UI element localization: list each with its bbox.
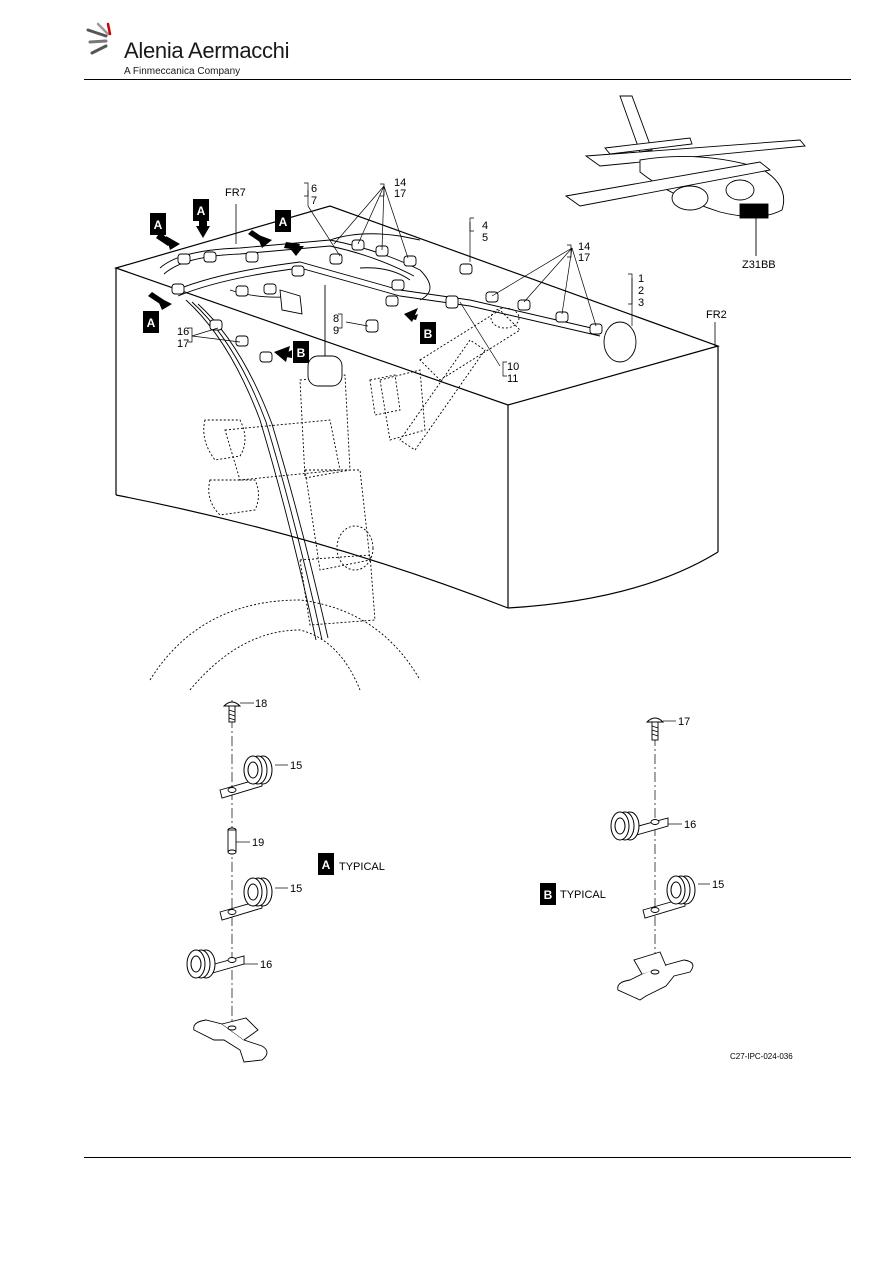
footer-rule [84,1157,851,1158]
alenia-logo-icon [86,22,112,55]
view-letter-b-2: B [297,346,306,360]
clamp-15-b [642,875,696,919]
zone-label: Z31BB [742,259,776,271]
part-15-b: 15 [712,879,724,891]
screw-17 [645,717,665,741]
callout-17-a: 17 [394,188,406,200]
aircraft-locator [564,95,806,256]
callout-14-a: 14 [394,177,406,189]
callout-14-b: 14 [578,241,590,253]
detail-a-title: TYPICAL [339,861,385,873]
detail-b-title: TYPICAL [560,889,606,901]
spacer-19 [227,827,237,855]
leader-lines [188,182,633,377]
callout-6: 6 [311,183,317,195]
part-19: 19 [252,837,264,849]
view-letter-a-2: A [197,204,206,218]
clamp-16-b [610,811,669,841]
company-name: Alenia Aermacchi [124,38,290,63]
view-arrows [148,220,418,362]
bundle-clamps [171,239,637,363]
callout-11: 11 [507,373,518,385]
part-16-a: 16 [260,959,272,971]
detail-a-letter: A [322,858,331,872]
view-letter-a-4: A [147,316,156,330]
bracket-b [617,951,694,1001]
callout-9: 9 [333,325,339,337]
callout-5: 5 [482,232,488,244]
frame-label-fr2: FR2 [706,309,727,321]
callout-3: 3 [638,297,644,309]
detail-b: 17 16 15 B TYPICAL [540,716,724,1001]
callout-17-b: 17 [578,252,590,264]
view-letter-a-3: A [279,215,288,229]
clamp-15-upper [219,755,273,799]
part-18: 18 [255,698,267,710]
callout-2: 2 [638,285,644,297]
callout-17-c: 17 [177,338,189,350]
screw-18 [222,701,242,723]
detail-b-letter: B [544,888,553,902]
callout-8: 8 [333,313,339,325]
callouts: FR7 FR2 Z31BB 6 7 14 17 4 5 14 17 1 2 3 … [177,177,776,385]
figure-reference: C27-IPC-024-036 [730,1052,793,1061]
callout-10: 10 [507,361,519,373]
callout-4: 4 [482,220,488,232]
detail-a: 18 15 19 15 16 A TYPICAL [186,698,385,1063]
view-letter-b-1: B [424,327,433,341]
part-16-b: 16 [684,819,696,831]
clamp-15-lower [219,877,273,921]
callout-16: 16 [177,326,189,338]
view-letter-boxes: A A A A B B [143,199,436,363]
view-letter-a-1: A [154,218,163,232]
bracket-a [193,1017,268,1063]
part-15-a-lower: 15 [290,883,302,895]
frame-label-fr7: FR7 [225,187,246,199]
header-rule [84,79,851,80]
hose-bundle [159,233,601,641]
company-subtitle: A Finmeccanica Company [124,66,241,77]
part-17-b: 17 [678,716,690,728]
part-15-a-upper: 15 [290,760,302,772]
landing-gear [149,285,521,691]
structure-box [114,204,720,609]
clamp-16 [186,949,245,979]
callout-7: 7 [311,195,317,207]
callout-1: 1 [638,273,644,285]
